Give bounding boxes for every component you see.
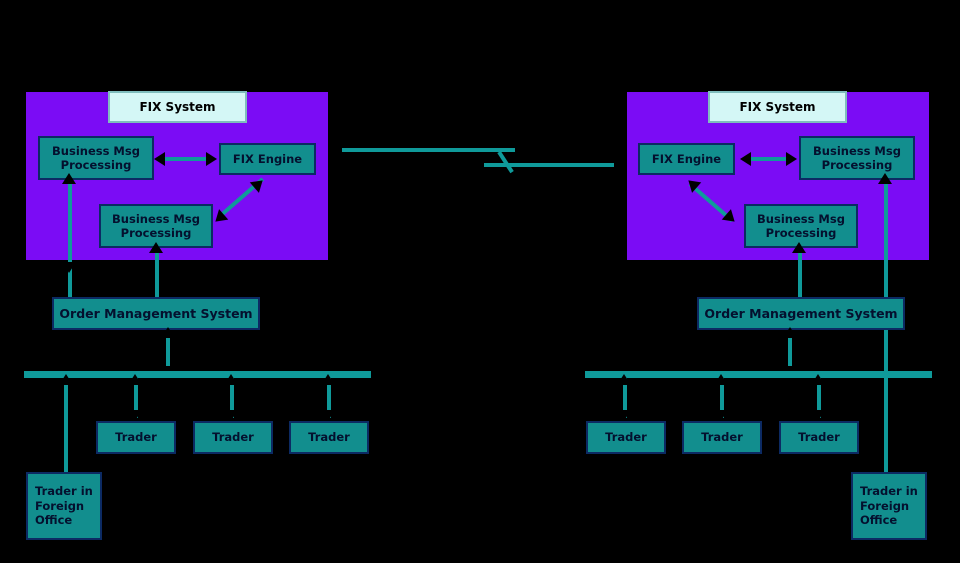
right-business-msg-processing-1: Business Msg Processing [799, 136, 915, 180]
interconnect-left-arrowhead [331, 143, 342, 157]
left-foreign-office-arrowhead [59, 374, 73, 385]
left-trader-foreign-office: Trader in Foreign Office [26, 472, 102, 540]
right-bus-drop-1-arrow-down [617, 410, 631, 421]
left-trader-2: Trader [193, 421, 273, 454]
right-bus-drop-1 [623, 378, 627, 418]
left-bus-drop-2-arrow-down [224, 410, 238, 421]
right-bmp2-arrowhead [792, 242, 806, 253]
left-bus-drop-3-arrow-down [321, 410, 335, 421]
left-business-msg-processing-2: Business Msg Processing [99, 204, 213, 248]
left-trader-1: Trader [96, 421, 176, 454]
left-bus-drop-1 [134, 378, 138, 418]
left-bus-drop-3-arrow-up [321, 374, 335, 385]
right-bmp1-arrowhead [786, 152, 797, 166]
left-fixengine-arrowhead [206, 152, 217, 166]
left-order-management-system: Order Management System [52, 297, 260, 330]
left-bus-to-foreign-office-line [64, 378, 68, 473]
left-trader-bus [24, 371, 371, 378]
right-bus-drop-3-arrow-up [811, 374, 825, 385]
right-bus-drop-3-arrow-down [811, 410, 825, 421]
left-bmp1-arrowhead [154, 152, 165, 166]
left-trader-3: Trader [289, 421, 369, 454]
right-bus-drop-2 [720, 378, 724, 418]
left-bmp2-arrowhead [149, 242, 163, 253]
right-order-management-system: Order Management System [697, 297, 905, 330]
right-trader-foreign-office: Trader in Foreign Office [851, 472, 927, 540]
right-trader-bus [585, 371, 932, 378]
right-trader-2: Trader [682, 421, 762, 454]
left-fix-system-title: FIX System [108, 91, 247, 123]
left-business-msg-processing-1: Business Msg Processing [38, 136, 154, 180]
left-bus-drop-3 [327, 378, 331, 418]
right-fix-engine: FIX Engine [638, 143, 735, 175]
left-oms-bus-arrowhead-up [161, 327, 175, 338]
right-bus-drop-2-arrow-up [714, 374, 728, 385]
right-fixengine-bmp1-line [748, 157, 792, 161]
left-bus-drop-1-arrow-down [128, 410, 142, 421]
left-panel-to-oms-arrowhead [62, 262, 76, 273]
right-business-msg-processing-2: Business Msg Processing [744, 204, 858, 248]
right-trader-1: Trader [586, 421, 666, 454]
interconnect-right-arrowhead [614, 158, 625, 172]
right-bus-to-foreign-office-line [884, 378, 888, 473]
right-oms-bus-arrowhead-up [783, 327, 797, 338]
right-foreign-office-bmp1-arrowhead [878, 173, 892, 184]
left-oms-to-bus-line [166, 330, 170, 374]
right-oms-to-bus-line [788, 330, 792, 374]
right-bus-drop-1-arrow-up [617, 374, 631, 385]
left-bus-drop-2 [230, 378, 234, 418]
right-foreign-office-to-bmp1-line [884, 178, 888, 374]
right-bus-drop-2-arrow-down [714, 410, 728, 421]
left-oms-to-bmp1-arrowhead [62, 173, 76, 184]
left-oms-to-bmp1-line [68, 178, 72, 300]
right-fix-system-title: FIX System [708, 91, 847, 123]
right-oms-to-bmp2-line [798, 246, 802, 300]
left-bmp1-fixengine-line [162, 157, 212, 161]
right-trader-3: Trader [779, 421, 859, 454]
left-bus-drop-2-arrow-up [224, 374, 238, 385]
right-bus-drop-3 [817, 378, 821, 418]
interconnect-top-line [342, 148, 515, 152]
interconnect-bottom-line [484, 163, 619, 167]
left-bmp2-to-oms-line [155, 246, 159, 300]
right-fixengine-arrowhead [740, 152, 751, 166]
left-bus-drop-1-arrow-up [128, 374, 142, 385]
left-fix-engine: FIX Engine [219, 143, 316, 175]
